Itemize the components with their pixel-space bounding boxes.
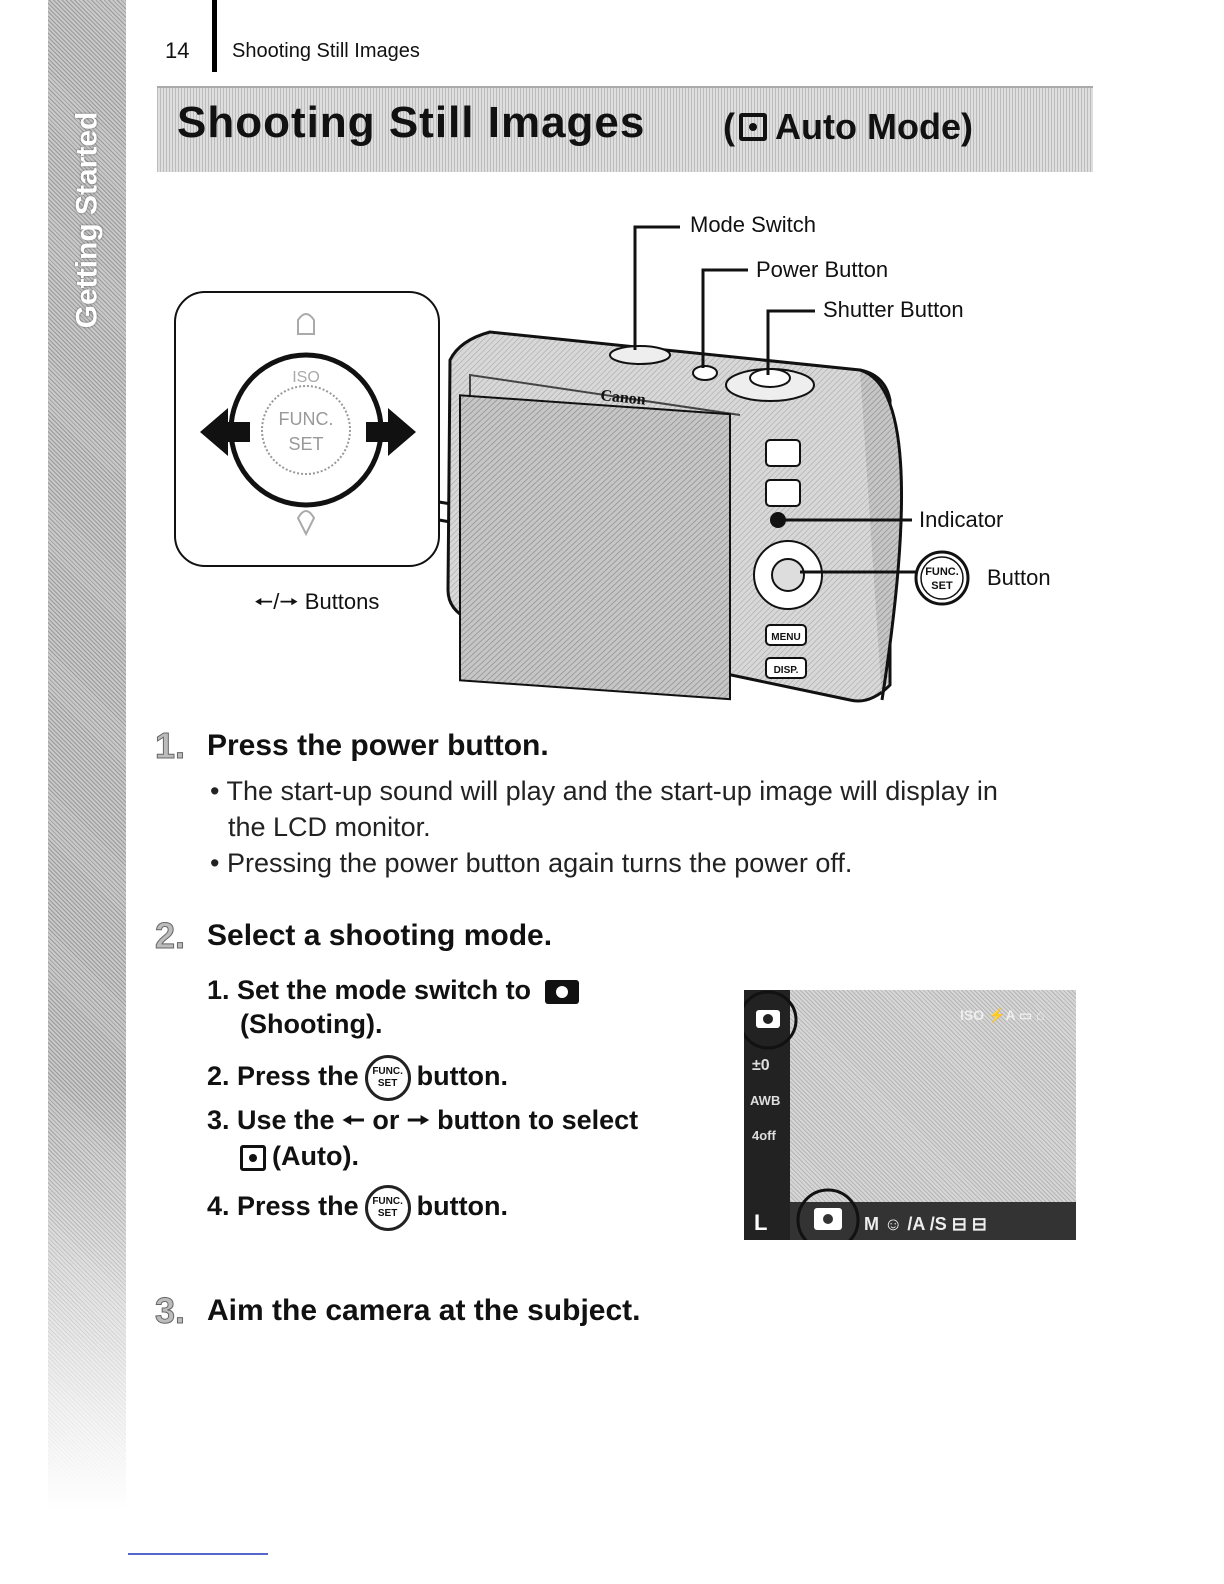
screen-side-menu [744,990,790,1240]
brand-logo: Canon [600,387,647,409]
substep-3-cont-text: (Auto). [272,1141,359,1171]
title-mode-text: Auto Mode) [775,106,973,147]
func-set-icon: FUNC.SET [364,1055,411,1101]
disp-button-label: DISP. [774,665,799,676]
substep-4-text: 4. Press the [207,1191,359,1222]
print-button [765,479,801,507]
auto-mode-icon [739,113,767,141]
power-button [692,365,718,381]
lr-buttons-text: Buttons [304,589,380,614]
side-tab-label: Getting Started [70,111,103,329]
delete-icon [296,510,316,537]
left-arrow-icon: 🠔 [342,1105,365,1135]
substep-1-cont: (Shooting). [240,1009,383,1039]
iso-label: ISO [292,369,320,386]
zoom-inset: FUNC. SET ISO [174,291,440,567]
scene-mode-icons: M ☺ /A /S ⊟ ⊟ [864,1214,987,1234]
header-divider [212,0,217,72]
substep-3-or: or [372,1105,400,1135]
substep-3: 3. Use the 🠔 or 🠖 button to select [207,1103,638,1137]
mode-switch [609,345,671,365]
lcd-screen-svg: ±0 AWB 4off L M ☺ /A /S ⊟ ⊟ ISO ⚡A ▭ ⌂ [738,990,1076,1252]
playback-button [765,439,801,467]
left-arrow-icon: 🠔 [254,589,274,614]
substep-3-tail: button to select [437,1105,639,1135]
step-1-bullet-1-cont: the LCD monitor. [228,812,431,842]
page-title-band: Shooting Still Images ( Auto Mode) [157,86,1093,172]
camera-diagram: FUNC. SET ISO Canon [170,200,1100,710]
mode-switch-leader [633,225,680,350]
camera-icon [544,979,579,1004]
indicator-label: Indicator [919,507,1004,532]
substep-3-cont: (Auto). [240,1139,359,1173]
section-side-tab: Getting Started [48,0,126,1510]
side-tab-fade [48,1090,126,1510]
portrait-icon [297,313,315,335]
step-1-bullet-2-text: Pressing the power button again turns th… [226,848,853,878]
lcd-monitor [459,394,731,701]
step-1-bullet-2: • Pressing the power button again turns … [210,848,853,878]
step-1-bullet-1: • The start-up sound will play and the s… [210,776,998,806]
substep-2-text: 2. Press the [207,1061,359,1092]
func-set-icon: FUNC.SET [364,1185,411,1231]
left-arrow-icon [200,408,250,456]
step-3-heading: Aim the camera at the subject. [207,1294,641,1327]
power-button-leader [701,268,748,368]
lr-buttons-label: 🠔/🠖 Buttons [254,589,380,614]
menu-button-label: MENU [771,632,800,643]
step-1-heading: Press the power button. [207,729,549,762]
my-colors-label: 4off [752,1128,777,1143]
func-set-button [261,385,351,475]
shutter-button-label: Shutter Button [823,297,964,322]
substep-3-text: 3. Use the [207,1105,335,1135]
resolution-label: L [754,1210,767,1235]
step-2-number: 2. [154,915,186,957]
step-1-number: 1. [154,725,186,767]
substep-2-tail: button. [416,1061,509,1092]
indicator-lamp [770,512,786,528]
lcd-screen-illustration: ±0 AWB 4off L M ☺ /A /S ⊟ ⊟ ISO ⚡A ▭ ⌂ [738,990,1076,1252]
exposure-comp-label: ±0 [752,1057,770,1074]
menu-button [765,624,807,646]
title-paren: ( [723,106,735,147]
func-set-callout-icon: FUNC. SET [914,550,970,606]
screen-status-icons: ISO ⚡A ▭ ⌂ [960,1007,1045,1024]
camera-body: Canon MENU DISP. [446,330,904,703]
right-arrow-icon [366,408,416,456]
page-title: Shooting Still Images [177,98,646,147]
func-button-label: Button [987,565,1051,590]
right-arrow-icon: 🠖 [279,589,299,614]
substep-4-tail: button. [416,1191,509,1222]
white-balance-label: AWB [750,1093,780,1108]
page-number: 14 [165,38,190,63]
running-header: Shooting Still Images [232,40,420,62]
set-text: SET [288,434,323,454]
step-1-bullet-1-text: The start-up sound will play and the sta… [226,776,998,806]
step-2-heading: Select a shooting mode. [207,919,553,952]
shutter-button-leader [766,309,815,375]
auto-mode-icon [240,1144,266,1171]
side-tab-label-wrap: Getting Started [62,0,112,440]
svg-text:FUNC.: FUNC. [925,566,959,578]
shutter-button [749,368,791,388]
step-3-number: 3. [154,1290,186,1332]
footer-link-rule [128,1553,268,1555]
power-button-label: Power Button [756,257,889,282]
func-text: FUNC. [279,409,334,429]
substep-1: 1. Set the mode switch to [207,973,579,1007]
svg-text:SET: SET [931,580,953,592]
substep-1-text: 1. Set the mode switch to [207,975,532,1005]
right-arrow-icon: 🠖 [406,1105,430,1135]
camera-illustration: FUNC. SET ISO Canon [174,225,970,703]
page-title-mode: ( Auto Mode) [723,106,973,148]
disp-button [765,657,807,679]
mode-switch-label: Mode Switch [690,212,816,237]
